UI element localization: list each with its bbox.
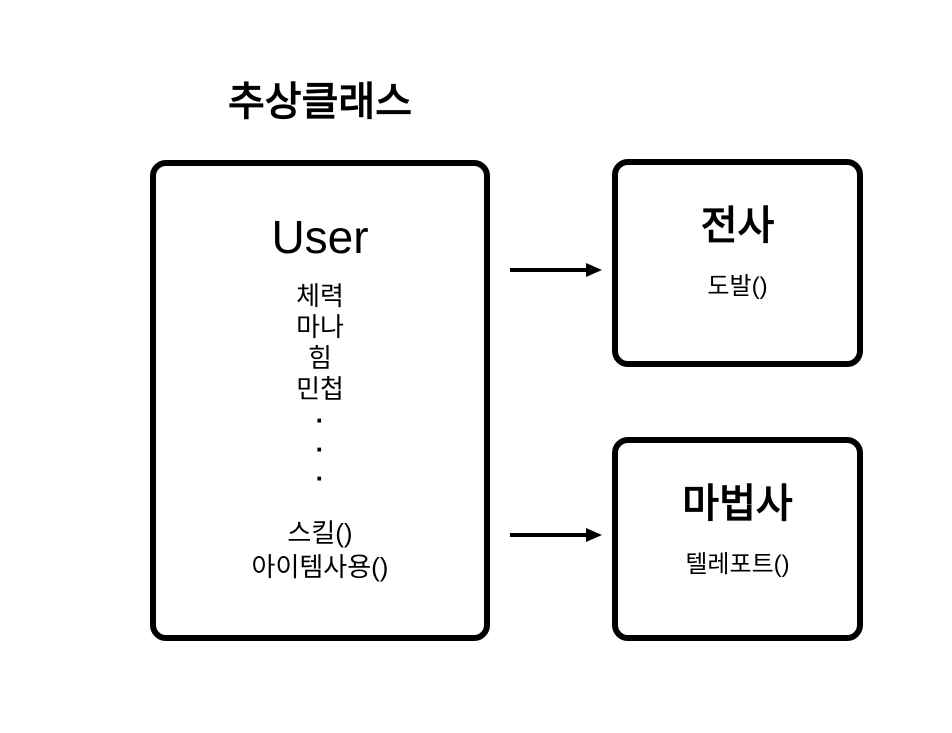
ellipsis-dot: · — [315, 405, 325, 435]
class-box-mage[interactable]: 마법사 텔레포트() — [612, 437, 863, 641]
method-list-user: 스킬() 아이템사용() — [156, 516, 484, 584]
class-name-user: User — [271, 211, 369, 263]
diagram-title: 추상클래스 — [228, 80, 412, 124]
method-item: 스킬() — [287, 518, 353, 548]
method-item: 아이템사용() — [251, 552, 389, 582]
attribute-item: 민첩 — [296, 374, 344, 404]
attribute-item: 마나 — [296, 312, 344, 342]
attribute-list-user: 체력 마나 힘 민첩 — [156, 281, 484, 405]
class-name-mage: 마법사 — [682, 482, 793, 526]
ellipsis-dot: · — [315, 434, 325, 464]
attribute-item: 체력 — [296, 281, 344, 311]
ellipsis-dot: · — [315, 463, 325, 493]
method-item: 텔레포트() — [685, 551, 790, 578]
method-item: 도발() — [707, 273, 768, 300]
arrow-icon-user-to-warrior — [508, 258, 604, 282]
class-box-user[interactable]: User 체력 마나 힘 민첩 · · · 스킬() 아이템사용() — [150, 160, 490, 641]
vertical-ellipsis: · · · — [156, 405, 484, 501]
arrow-icon-user-to-mage — [508, 523, 604, 547]
class-name-warrior: 전사 — [700, 204, 775, 248]
attribute-item: 힘 — [308, 343, 332, 373]
class-box-warrior[interactable]: 전사 도발() — [612, 159, 863, 367]
